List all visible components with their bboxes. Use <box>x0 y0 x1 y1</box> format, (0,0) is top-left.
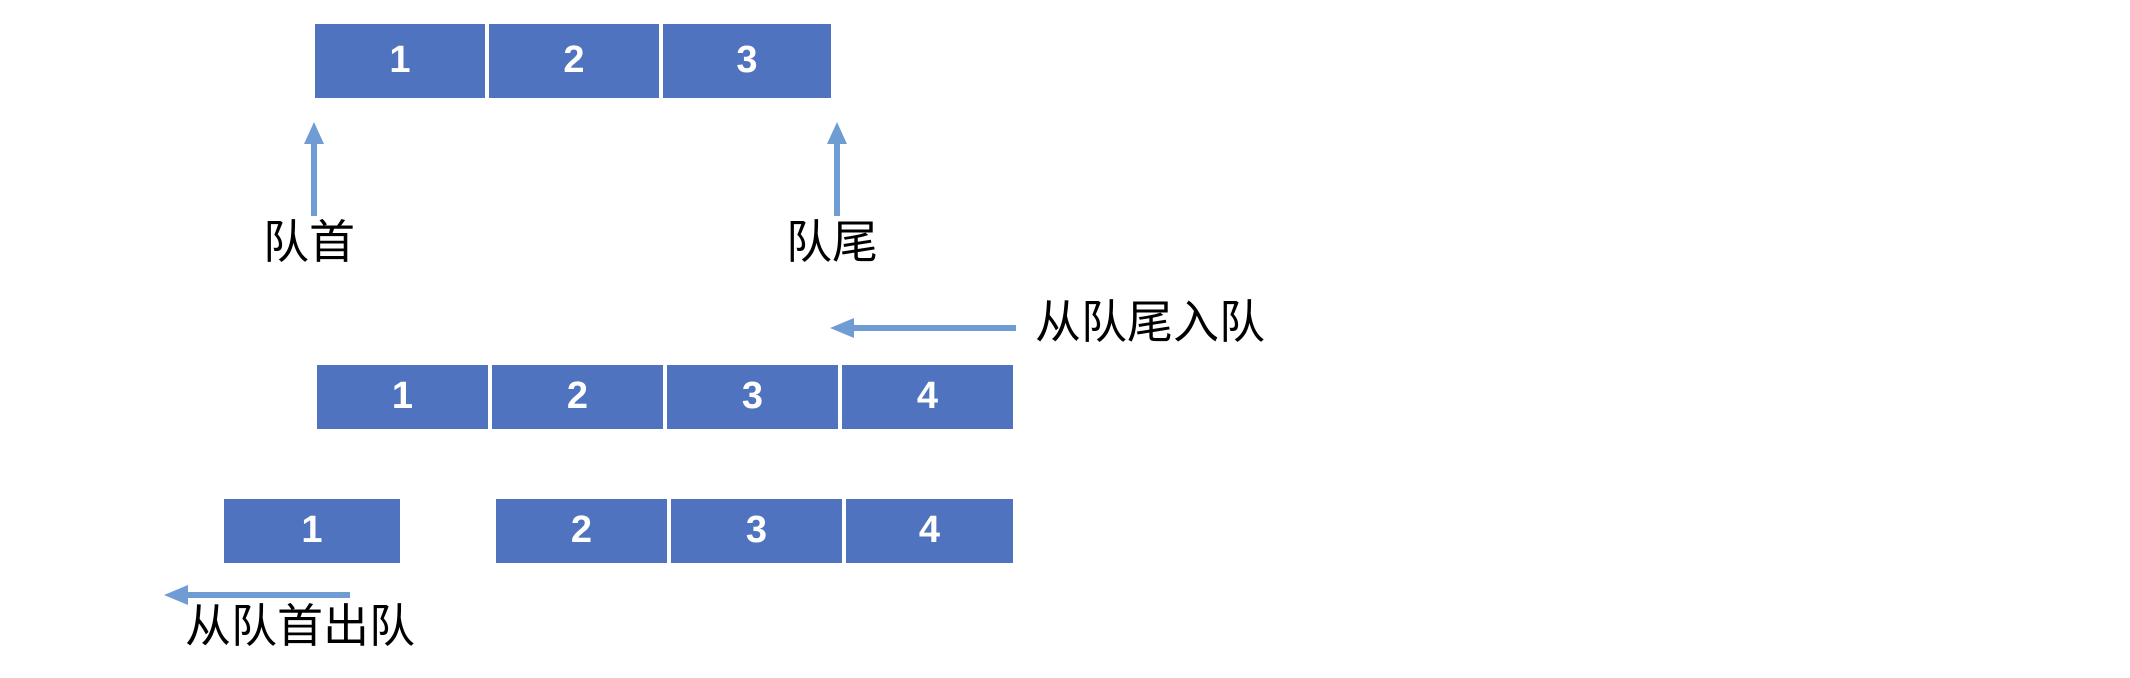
queue-cell-dequeued: 1 <box>222 497 402 565</box>
queue-cell-value: 4 <box>918 509 941 551</box>
queue-cell-value: 2 <box>570 509 593 551</box>
queue-cell-value: 3 <box>745 509 768 551</box>
queue-cell-value: 1 <box>391 375 414 417</box>
front-pointer-arrow-icon <box>304 122 324 216</box>
queue-cell-value: 3 <box>741 375 764 417</box>
queue-cell-value: 2 <box>563 39 585 81</box>
dequeue-arrow-icon <box>164 585 350 605</box>
queue-cell: 2 <box>494 497 669 565</box>
front-pointer-label: 队首 <box>263 215 355 269</box>
enqueue-arrow-icon <box>830 318 1016 338</box>
queue-cell: 2 <box>487 22 661 100</box>
queue-cell: 4 <box>844 497 1015 565</box>
queue-cell: 1 <box>315 363 490 431</box>
queue-cell-value: 4 <box>916 375 939 417</box>
queue-cell: 2 <box>490 363 665 431</box>
queue-cell: 3 <box>669 497 844 565</box>
rear-pointer-arrow-icon <box>827 122 847 216</box>
queue-cell-value: 1 <box>301 509 323 551</box>
queue-cell: 3 <box>665 363 840 431</box>
dequeue-label: 从队首出队 <box>185 599 415 653</box>
queue-cell: 1 <box>313 22 487 100</box>
queue-cell-value: 2 <box>566 375 589 417</box>
queue-cell-value: 1 <box>389 39 411 81</box>
queue-cell: 4 <box>840 363 1015 431</box>
queue-cell: 3 <box>661 22 833 100</box>
rear-pointer-label: 队尾 <box>786 215 878 269</box>
queue-cell-value: 3 <box>736 39 758 81</box>
enqueue-label: 从队尾入队 <box>1035 295 1265 349</box>
